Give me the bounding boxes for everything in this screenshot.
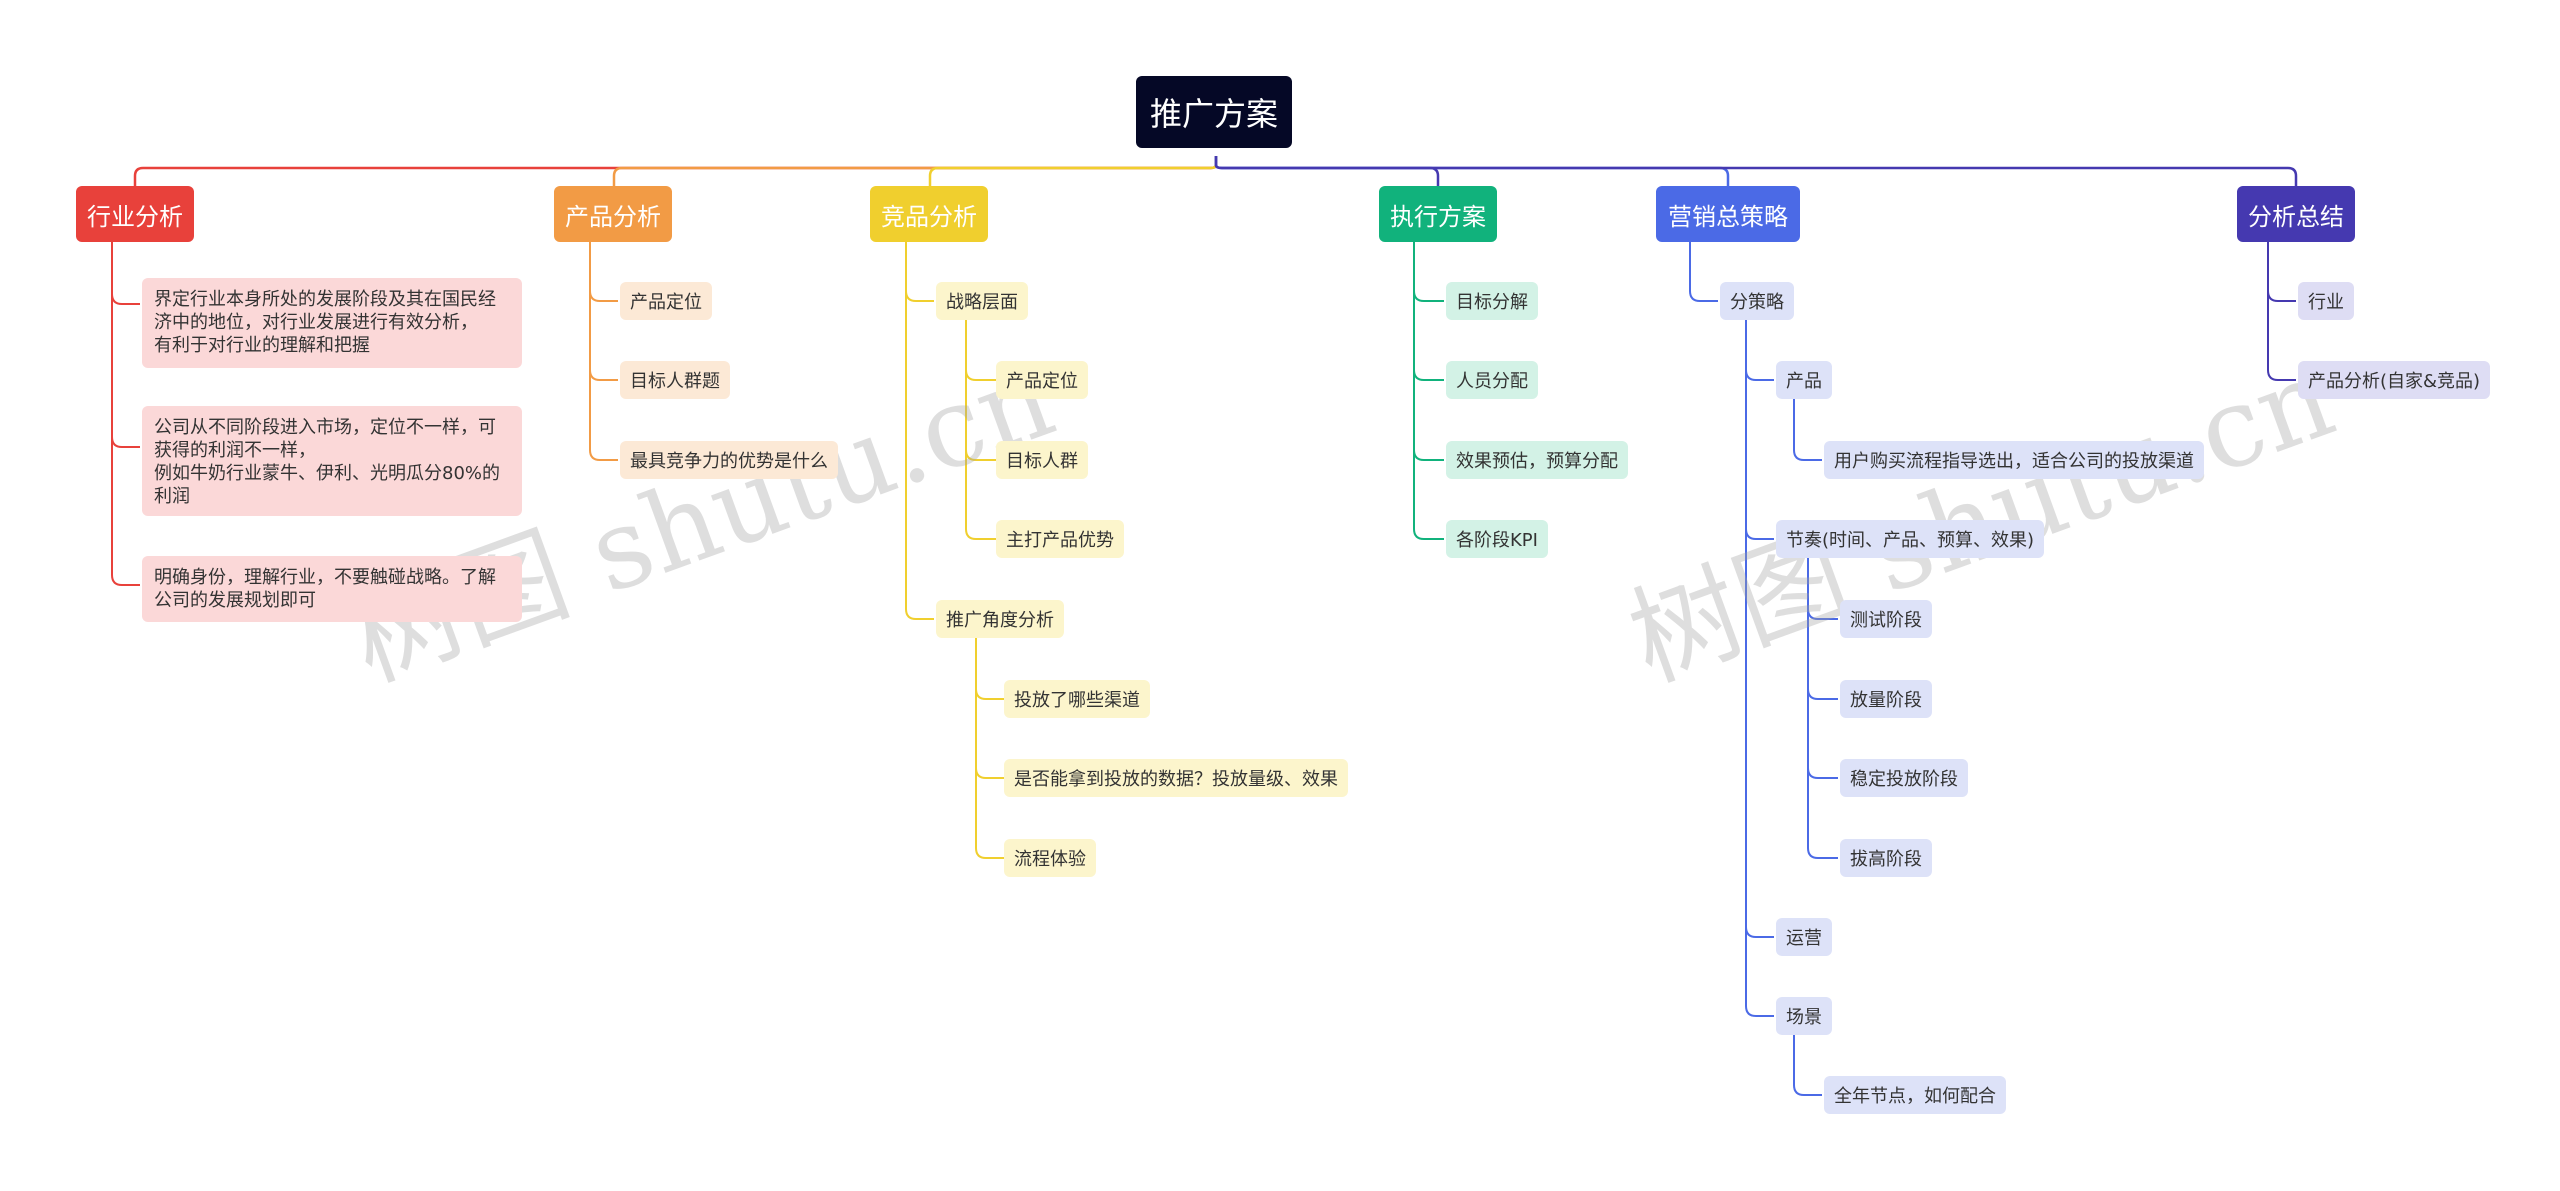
product-item[interactable]: 产品定位 bbox=[620, 282, 712, 320]
branch-industry[interactable]: 行业分析 bbox=[76, 186, 194, 242]
link-root-industry bbox=[133, 156, 1218, 190]
product-item[interactable]: 最具竞争力的优势是什么 bbox=[620, 441, 838, 479]
execution-item[interactable]: 各阶段KPI bbox=[1446, 520, 1548, 558]
product-item[interactable]: 目标人群题 bbox=[620, 361, 730, 399]
execution-item[interactable]: 目标分解 bbox=[1446, 282, 1538, 320]
strategy-item[interactable]: 目标人群 bbox=[996, 441, 1088, 479]
root-node[interactable]: 推广方案 bbox=[1136, 76, 1292, 148]
promotion-item[interactable]: 是否能拿到投放的数据？投放量级、效果 bbox=[1004, 759, 1348, 797]
rhythm-item[interactable]: 拔高阶段 bbox=[1840, 839, 1932, 877]
branch-competitor[interactable]: 竞品分析 bbox=[870, 186, 988, 242]
strategy-item[interactable]: 产品定位 bbox=[996, 361, 1088, 399]
link-root-marketing bbox=[1214, 156, 1730, 190]
competitor-promotion[interactable]: 推广角度分析 bbox=[936, 600, 1064, 638]
branch-execution[interactable]: 执行方案 bbox=[1379, 186, 1497, 242]
industry-item[interactable]: 明确身份，理解行业，不要触碰战略。了解公司的发展规划即可 bbox=[142, 556, 522, 622]
link-root-execution bbox=[1214, 156, 1440, 190]
rhythm-item[interactable]: 放量阶段 bbox=[1840, 680, 1932, 718]
link-root-product bbox=[612, 156, 1218, 190]
rhythm-item[interactable]: 测试阶段 bbox=[1840, 600, 1932, 638]
summary-item[interactable]: 行业 bbox=[2298, 282, 2354, 320]
marketing-product[interactable]: 产品 bbox=[1776, 361, 1832, 399]
branch-summary[interactable]: 分析总结 bbox=[2237, 186, 2355, 242]
industry-item[interactable]: 公司从不同阶段进入市场，定位不一样，可获得的利润不一样，例如牛奶行业蒙牛、伊利、… bbox=[142, 406, 522, 516]
marketing-rhythm[interactable]: 节奏(时间、产品、预算、效果) bbox=[1776, 520, 2045, 558]
marketing-sub-strategy[interactable]: 分策略 bbox=[1720, 282, 1794, 320]
execution-item[interactable]: 人员分配 bbox=[1446, 361, 1538, 399]
scene-item[interactable]: 全年节点，如何配合 bbox=[1824, 1076, 2006, 1114]
strategy-item[interactable]: 主打产品优势 bbox=[996, 520, 1124, 558]
branch-product[interactable]: 产品分析 bbox=[554, 186, 672, 242]
marketing-operation[interactable]: 运营 bbox=[1776, 918, 1832, 956]
marketing-product-item[interactable]: 用户购买流程指导选出，适合公司的投放渠道 bbox=[1824, 441, 2204, 479]
rhythm-item[interactable]: 稳定投放阶段 bbox=[1840, 759, 1968, 797]
branch-marketing[interactable]: 营销总策略 bbox=[1656, 186, 1800, 242]
promotion-item[interactable]: 投放了哪些渠道 bbox=[1004, 680, 1150, 718]
link-root-summary bbox=[1214, 156, 2298, 190]
competitor-strategy[interactable]: 战略层面 bbox=[936, 282, 1028, 320]
execution-item[interactable]: 效果预估，预算分配 bbox=[1446, 441, 1628, 479]
marketing-scene[interactable]: 场景 bbox=[1776, 997, 1832, 1035]
summary-item[interactable]: 产品分析(自家&竞品) bbox=[2298, 361, 2491, 399]
link-root-competitor bbox=[928, 156, 1218, 190]
promotion-item[interactable]: 流程体验 bbox=[1004, 839, 1096, 877]
industry-item[interactable]: 界定行业本身所处的发展阶段及其在国民经济中的地位，对行业发展进行有效分析，有利于… bbox=[142, 278, 522, 368]
